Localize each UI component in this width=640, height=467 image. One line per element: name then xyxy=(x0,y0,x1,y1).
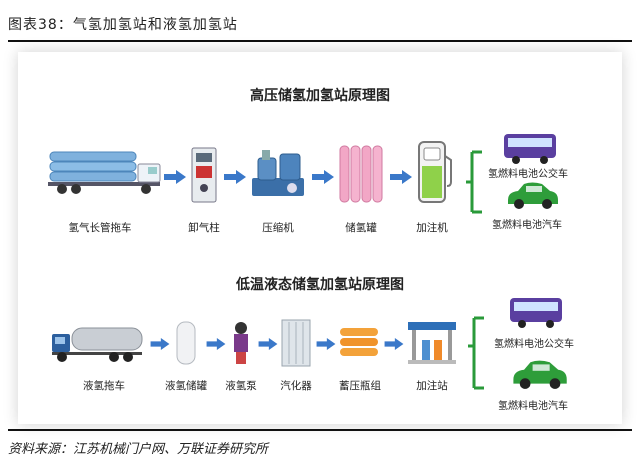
figure-title: 图表38：气氢加氢站和液氢加氢站 xyxy=(8,17,238,33)
tube-trailer-icon xyxy=(48,151,161,194)
stage-label: 氢气长管拖车 xyxy=(68,222,132,234)
stage-label: 汽化器 xyxy=(280,380,312,392)
top-rule xyxy=(8,40,632,42)
dispensing-post-icon xyxy=(191,147,217,203)
stage-label: 液氢拖车 xyxy=(83,380,125,392)
vehicle-label: 氢燃料电池公交车 xyxy=(488,169,568,180)
flow-arrow-icon xyxy=(258,338,278,350)
liquid-tanker-icon xyxy=(52,327,143,362)
stage-label: 储氢罐 xyxy=(345,222,377,234)
flow-arrow-icon xyxy=(312,170,334,184)
flow-arrow-icon xyxy=(390,170,412,184)
fuel-cell-bus-icon xyxy=(504,134,556,164)
stage-label: 液氢泵 xyxy=(225,380,257,392)
gaseous-section-title: 高压储氢加氢站原理图 xyxy=(250,88,390,104)
stage-label: 加注机 xyxy=(416,222,448,234)
flow-arrow-icon xyxy=(150,338,170,350)
branch-bracket-icon xyxy=(466,150,482,214)
vehicle-label: 氢燃料电池汽车 xyxy=(492,220,562,231)
diagram-panel: 高压储氢加氢站原理图 氢气长管拖车 卸气柱 压缩机 储氢罐 xyxy=(18,52,622,424)
fuel-cell-car-icon xyxy=(513,360,567,389)
compressor-icon xyxy=(252,150,304,196)
stage-label: 液氢储罐 xyxy=(165,380,207,392)
flow-arrow-icon xyxy=(384,338,404,350)
stage-label: 加注站 xyxy=(416,380,448,392)
refueling-station-icon xyxy=(408,322,456,364)
liquid-hydrogen-tank-icon xyxy=(176,321,196,365)
bottom-rule xyxy=(8,429,632,431)
flow-arrow-icon xyxy=(224,170,246,184)
vehicle-label: 氢燃料电池公交车 xyxy=(494,339,574,350)
vehicle-label: 氢燃料电池汽车 xyxy=(498,401,568,412)
liquid-section-title: 低温液态储氢加氢站原理图 xyxy=(236,277,404,293)
liquid-pump-icon xyxy=(234,322,248,364)
fuel-cell-car-icon xyxy=(508,182,558,209)
source-note: 资料来源：江苏机械门户网、万联证券研究所 xyxy=(8,442,269,457)
stage-label: 压缩机 xyxy=(262,222,294,234)
fuel-dispenser-icon xyxy=(418,141,452,203)
flow-arrow-icon xyxy=(206,338,226,350)
branch-bracket-icon xyxy=(468,316,484,390)
stage-label: 卸气柱 xyxy=(188,222,220,234)
flow-arrow-icon xyxy=(164,170,186,184)
fuel-cell-bus-icon xyxy=(510,298,562,328)
flow-arrow-icon xyxy=(316,338,336,350)
cascade-bottles-icon xyxy=(340,328,378,356)
vaporizer-icon xyxy=(281,319,311,367)
stage-label: 蓄压瓶组 xyxy=(339,380,381,392)
hydrogen-cylinders-icon xyxy=(339,145,383,203)
